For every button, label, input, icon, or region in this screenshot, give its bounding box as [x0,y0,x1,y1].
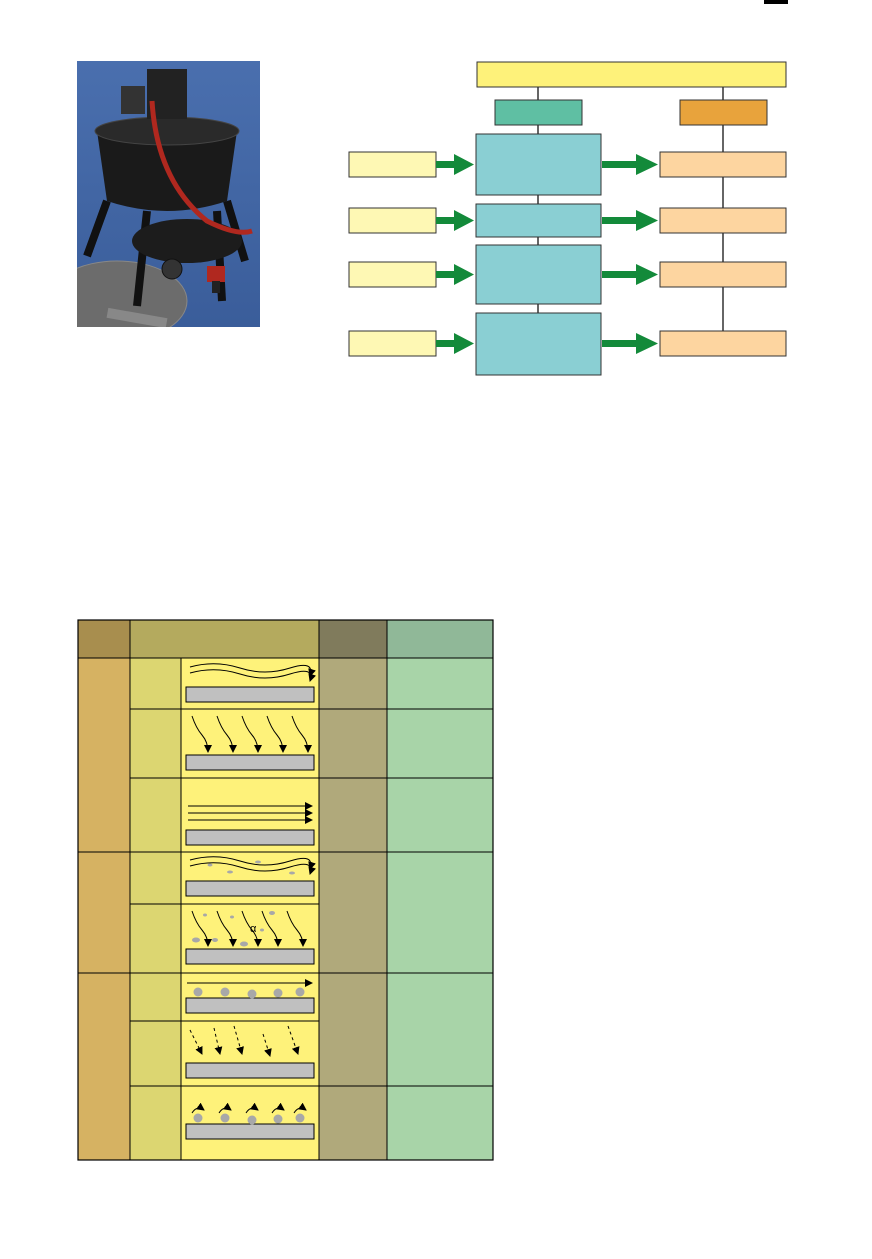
right-header-box [679,99,768,126]
surface-plate [185,997,315,1014]
surface-plate [185,880,315,897]
process-flowchart [348,61,787,376]
input-arrows [436,154,474,354]
output-box-4 [659,330,787,357]
surface-plate [185,754,315,771]
output-box-1 [659,151,787,178]
process-box-4 [475,312,602,376]
process-box-3 [475,244,602,305]
alpha-label: α [250,923,257,935]
output-box-3 [659,261,787,288]
output-box-2 [659,207,787,234]
table-header-col4 [387,620,493,658]
surface-plate [185,1123,315,1140]
input-box-2 [348,207,437,234]
surface-plate [185,829,315,846]
page-corner-mark [764,0,788,4]
table-header-col1 [78,620,130,658]
equipment-photo [77,61,260,327]
top-header-box [476,61,787,88]
process-box-1 [475,133,602,196]
surface-plate [185,686,315,703]
surface-plate [185,948,315,965]
output-arrows [602,154,658,354]
input-box-3 [348,261,437,288]
surface-plate [185,1062,315,1079]
process-box-2 [475,203,602,238]
left-header-box [494,99,583,126]
table-header-col3 [319,620,387,658]
table-header-col2 [130,620,319,658]
